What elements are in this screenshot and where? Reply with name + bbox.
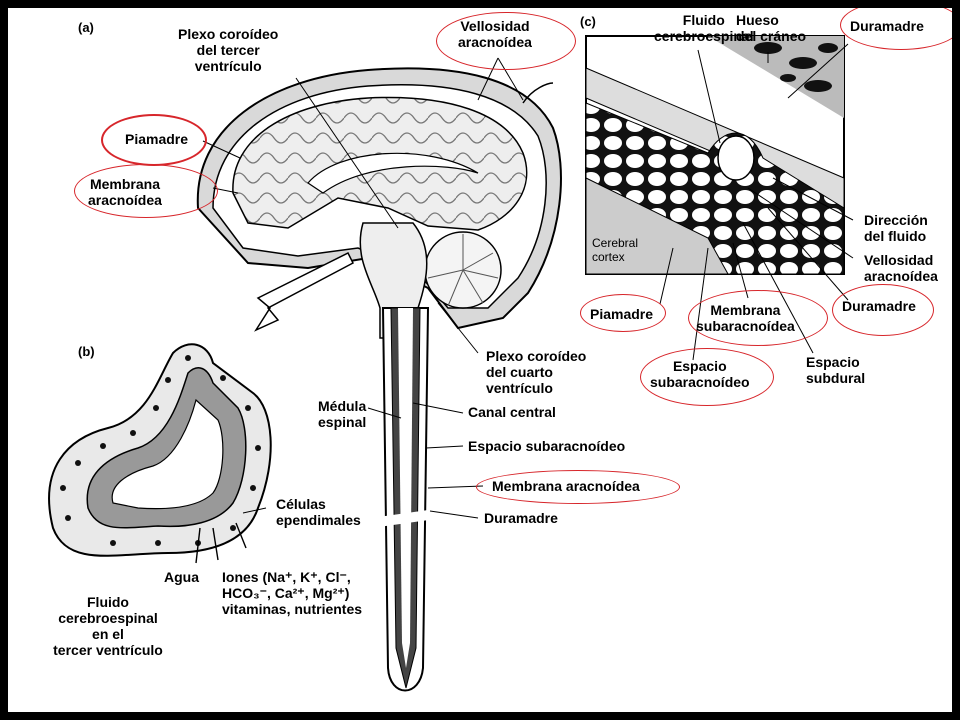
panel-c-art — [585, 35, 845, 275]
panel-b-art — [48, 343, 272, 564]
panel-b-tag: (b) — [78, 344, 95, 359]
leader-lines — [202, 43, 854, 519]
panel-c-tag: (c) — [580, 14, 596, 29]
highlight-duramadre-c-right — [832, 284, 934, 336]
highlight-membrana-aracnoidea-2 — [476, 470, 680, 504]
label-agua: Agua — [164, 569, 199, 585]
highlight-espacio-sub — [640, 348, 774, 406]
highlight-membrana-a — [74, 164, 218, 218]
label-duramadre-a: Duramadre — [484, 510, 558, 526]
highlight-duramadre-c-top — [840, 8, 952, 50]
label-iones: Iones (Na⁺, K⁺, Cl⁻,HCO₃⁻, Ca²⁺, Mg²⁺)vi… — [222, 569, 363, 617]
panel-a-tag: (a) — [78, 20, 94, 35]
label-canal-central: Canal central — [468, 404, 556, 420]
anatomy-illustration — [48, 35, 854, 692]
label-espacio-subaracnoideo: Espacio subaracnoídeo — [468, 438, 626, 454]
highlight-piamadre-a — [101, 114, 207, 166]
highlight-piamadre-c — [580, 294, 666, 332]
highlight-vellosidad-a — [436, 12, 576, 70]
highlight-membrana-sub — [688, 290, 828, 346]
